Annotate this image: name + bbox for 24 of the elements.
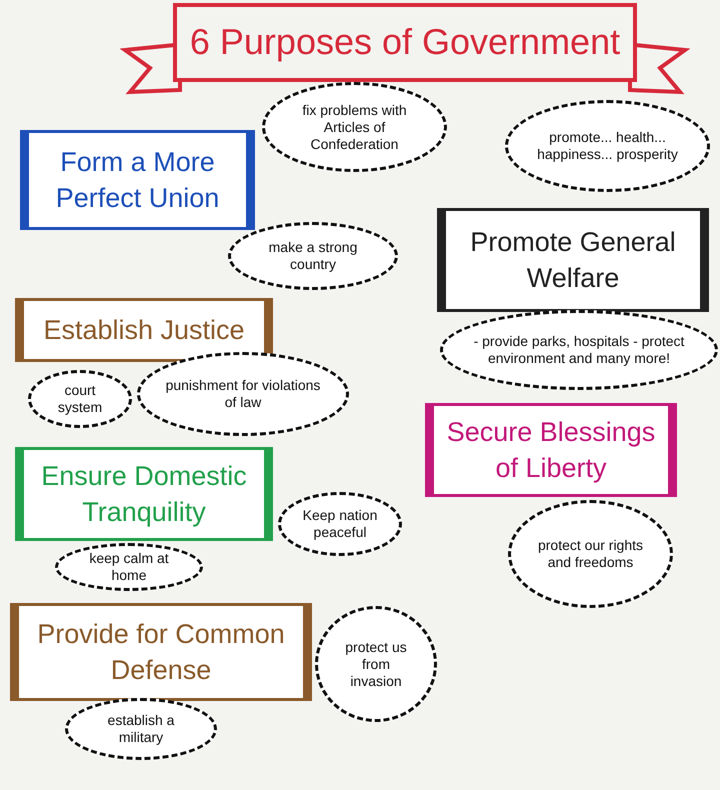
- cloud-text: punishment for violations of law: [164, 377, 322, 411]
- title: 6 Purposes of Government: [188, 20, 622, 64]
- cloud-text: establish a military: [106, 712, 176, 746]
- purpose-box: [437, 208, 709, 312]
- cloud-text: - provide parks, hospitals - protect environment and many more!: [472, 333, 686, 367]
- cloud-text: promote... health... happiness... prosperity: [536, 129, 679, 163]
- purpose-box: [20, 130, 255, 230]
- purpose-text: Ensure Domestic Tranquility: [40, 460, 248, 529]
- cloud-text: make a strong country: [268, 239, 358, 273]
- cloud-text: keep calm at home: [88, 550, 170, 584]
- purpose-box: [15, 447, 273, 541]
- purpose-text: Establish Justice: [43, 314, 245, 347]
- purpose-box: [10, 603, 312, 701]
- cloud-text: Keep nation peaceful: [302, 507, 378, 541]
- purpose-text: Form a More Perfect Union: [54, 146, 220, 215]
- purpose-box: [15, 298, 273, 362]
- cloud-text: court system: [56, 382, 104, 416]
- purpose-text: Provide for Common Defense: [36, 618, 286, 687]
- purpose-box: [425, 403, 677, 497]
- cloud-text: protect our rights and freedoms: [536, 537, 644, 571]
- cloud-text: protect us from invasion: [344, 638, 408, 690]
- purpose-text: Promote General Welfare: [469, 226, 677, 295]
- cloud-text: fix problems with Articles of Confederation: [301, 102, 408, 152]
- purpose-text: Secure Blessings of Liberty: [446, 416, 656, 485]
